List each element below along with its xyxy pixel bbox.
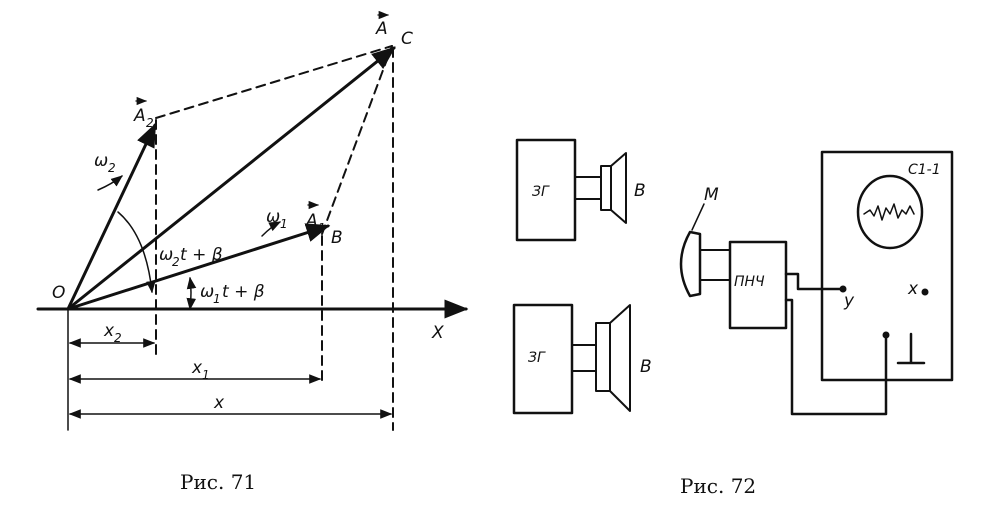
caption-fig71: Рис. 71 <box>180 470 256 494</box>
figure-71-vector-diagram: X O A C A 2 A 1 B <box>36 10 469 494</box>
oscilloscope-label: С1-1 <box>908 162 941 178</box>
generator-top-label: ЗГ <box>532 184 550 200</box>
y-input-label: y <box>843 291 855 311</box>
label-x2: x <box>103 321 115 341</box>
speaker-bottom-label: B <box>640 357 652 377</box>
speaker-bottom-neck <box>571 344 597 372</box>
y-input-terminal <box>839 285 847 293</box>
speaker-bottom-magnet <box>595 322 611 392</box>
amplifier-box <box>728 240 788 330</box>
vector-a <box>66 46 396 311</box>
angle-arc-phase1 <box>186 276 197 311</box>
microphone-head <box>679 230 702 298</box>
label-a1: A <box>305 211 318 231</box>
label-x1: x <box>191 358 203 378</box>
label-x2-sub: 2 <box>114 331 122 345</box>
speaker-top-label: B <box>634 181 646 201</box>
label-phase1: ω <box>200 282 214 302</box>
dashed-a2-to-c <box>155 45 393 119</box>
x-axis-label: X <box>431 323 444 343</box>
label-a2: A <box>133 106 146 126</box>
label-phase2-rest: t + β <box>180 245 223 265</box>
x-input-terminal <box>921 288 929 296</box>
wire-amp-to-ground <box>784 298 888 416</box>
amplifier-label: ПНЧ <box>734 274 765 290</box>
rotation-arrow-omega2 <box>97 175 123 191</box>
label-a1-sub: 1 <box>318 221 326 235</box>
label-phase2: ω <box>159 245 173 265</box>
dashed-b-to-c <box>321 45 393 235</box>
speaker-bottom-cone <box>609 304 631 412</box>
oscilloscope-trace <box>863 203 915 221</box>
generator-bottom-label: ЗГ <box>528 350 546 366</box>
x-input-label: x <box>907 279 919 299</box>
microphone-leader <box>691 203 705 231</box>
microphone-body <box>699 249 731 281</box>
oscilloscope-screen <box>856 174 924 250</box>
speaker-top-neck <box>574 176 602 200</box>
label-omega1: ω <box>266 207 280 227</box>
vector-a2 <box>66 122 157 311</box>
ground-input-terminal <box>882 331 890 339</box>
vector-a1 <box>66 223 331 311</box>
label-x: x <box>213 393 225 413</box>
label-phase2-sub: 2 <box>172 255 180 269</box>
label-o: O <box>52 283 65 303</box>
label-c: C <box>401 29 413 49</box>
caption-fig72: Рис. 72 <box>680 474 756 498</box>
label-x1-sub: 1 <box>202 368 210 382</box>
label-omega1-sub: 1 <box>280 217 288 231</box>
label-a2-sub: 2 <box>146 116 154 130</box>
label-omega2-sub: 2 <box>108 161 116 175</box>
microphone-label: M <box>704 185 719 205</box>
angle-arc-phase2 <box>117 211 156 294</box>
label-phase1-rest: t + β <box>222 282 265 302</box>
speaker-top-cone <box>610 152 627 224</box>
speaker-top-magnet <box>600 165 612 211</box>
figure-72-circuit-diagram: ЗГ B ЗГ B M ПНЧ С1-1 y x <box>512 138 954 498</box>
label-omega2: ω <box>94 151 108 171</box>
wire-amp-to-y <box>784 272 844 291</box>
label-b: B <box>331 228 343 248</box>
label-phase1-sub: 1 <box>213 292 221 306</box>
label-a: A <box>375 19 388 39</box>
rotation-arrow-omega1 <box>261 221 282 237</box>
